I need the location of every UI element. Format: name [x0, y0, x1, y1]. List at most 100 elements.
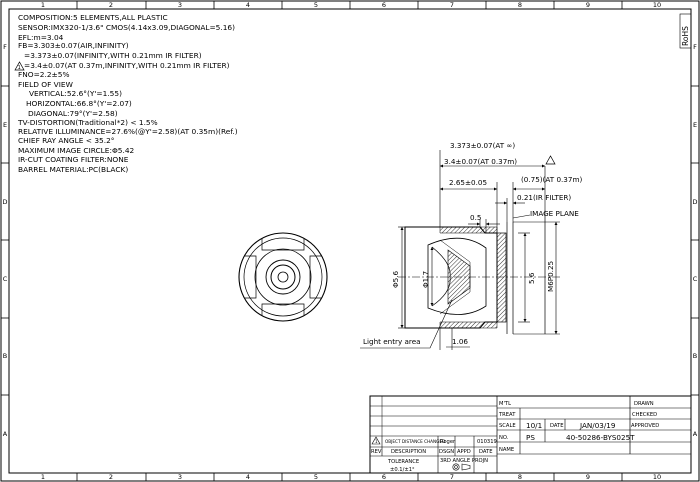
col-label: 9 — [586, 1, 590, 9]
col-label: 2 — [109, 1, 113, 9]
column-labels-bottom: 1 2 3 4 5 6 7 8 9 10 — [41, 473, 661, 481]
col-label: 7 — [450, 1, 454, 9]
tb-part-number: 40-50286-BYS025T — [566, 433, 635, 442]
spec-efl: EFL:m=3.04 — [18, 33, 64, 42]
tb-rev-number: 1 — [375, 439, 378, 444]
tb-angle: 3RD ANGLE PROJN — [440, 458, 488, 464]
row-labels-left: F E D C B A — [2, 43, 7, 438]
tb-date-label: DATE — [550, 423, 564, 429]
col-label: 10 — [653, 1, 661, 9]
tb-rev-by: Roger — [440, 439, 456, 445]
lens-front-view — [238, 232, 328, 322]
row-labels-right: F E D C B A — [692, 43, 697, 438]
projection-icon — [452, 463, 471, 471]
row-label: C — [693, 275, 698, 283]
tb-date-col: DATE — [479, 449, 493, 455]
rohs-label: RoHS — [681, 26, 690, 46]
dim-dia-17: Φ1.7 — [421, 271, 430, 288]
spec-list: COMPOSITION:5 ELEMENTS,ALL PLASTIC SENSO… — [17, 13, 238, 174]
tb-rev: REV — [371, 449, 382, 455]
spec-image-circle: MAXIMUM IMAGE CIRCLE:Φ5.42 — [18, 146, 134, 155]
row-label: E — [693, 121, 697, 129]
col-label: 8 — [518, 1, 522, 9]
col-label: 10 — [653, 473, 661, 481]
tb-name: NAME — [499, 447, 514, 453]
col-label: 1 — [41, 1, 45, 9]
spec-cra: CHIEF RAY ANGLE < 35.2° — [18, 136, 115, 145]
title-block — [369, 395, 692, 474]
tb-no: NO. — [499, 435, 509, 441]
title-block-values: 10/1 JAN/03/19 PS 40-50286-BYS025T — [526, 421, 635, 442]
tb-scale-value: 10/1 — [526, 421, 542, 430]
col-label: 7 — [450, 473, 454, 481]
tb-approved: APPROVED — [631, 423, 659, 429]
col-label: 5 — [314, 473, 318, 481]
col-label: 3 — [178, 1, 182, 9]
tb-tolerance: TOLERANCE — [387, 459, 419, 465]
dim-075: (0.75)(AT 0.37m) — [521, 175, 582, 184]
col-label: 4 — [246, 1, 250, 9]
light-entry-label: Light entry area — [363, 337, 421, 346]
spec-ir-cut: IR-CUT COATING FILTER:NONE — [18, 155, 129, 164]
dim-image-plane: IMAGE PLANE — [530, 209, 579, 218]
rohs-mark: RoHS — [679, 13, 692, 49]
dim-fb-037: 3.4±0.07(AT 0.37m) — [444, 157, 517, 166]
row-label: B — [3, 352, 7, 360]
dimension-labels: 3.373±0.07(AT ∞) 3.4±0.07(AT 0.37m) 2.65… — [363, 141, 582, 346]
tb-mtl: M'TL — [499, 401, 511, 407]
tb-drawn: DRAWN — [634, 401, 654, 407]
tb-description: DESCRIPTION — [391, 449, 426, 455]
row-label: B — [693, 352, 697, 360]
revision-triangle-icon: 1 — [14, 61, 25, 71]
spec-illuminance: RELATIVE ILLUMINANCE=27.6%(@Y'=2.58)(AT … — [18, 127, 238, 136]
spec-fov-vertical: VERTICAL:52.6°(Y'=1.55) — [29, 89, 122, 98]
dim-ir-filter: 0.21(IR FILTER) — [517, 193, 571, 202]
column-labels-top: 1 2 3 4 5 6 7 8 9 10 — [41, 1, 661, 9]
dim-265: 2.65±0.05 — [449, 178, 487, 187]
tb-scale: SCALE — [499, 423, 516, 429]
col-label: 8 — [518, 473, 522, 481]
tb-tolerance-value: ±0.1/±1° — [390, 467, 415, 473]
spec-fov-diagonal: DIAGONAL:79°(Y'=2.58) — [28, 109, 118, 118]
tb-dsgn: DSGN — [439, 449, 454, 455]
tb-rev-object: OBJECT DISTANCE CHANGED — [385, 439, 445, 444]
tb-appd: APPD — [457, 449, 471, 455]
row-label: A — [693, 430, 698, 438]
tb-treat: TREAT — [498, 412, 516, 418]
spec-fov-heading: FIELD OF VIEW — [18, 80, 74, 89]
tb-rev-date: 010319 — [477, 439, 497, 445]
revision-triangle-icon — [545, 155, 556, 165]
col-label: 4 — [246, 473, 250, 481]
spec-composition: COMPOSITION:5 ELEMENTS,ALL PLASTIC — [18, 13, 168, 22]
svg-text:1: 1 — [18, 65, 21, 71]
col-label: 5 — [314, 1, 318, 9]
title-block-labels: M'TL TREAT SCALE NO. NAME DATE DRAWN CHE… — [371, 401, 659, 465]
col-label: 2 — [109, 473, 113, 481]
spec-fb-037: =3.4±0.07(AT 0.37m,INFINITY,WITH 0.21mm … — [24, 61, 230, 70]
col-label: 3 — [178, 473, 182, 481]
dim-thread: M6P0.25 — [546, 261, 555, 292]
row-label: D — [692, 198, 697, 206]
row-label: F — [693, 43, 697, 51]
col-label: 6 — [382, 473, 386, 481]
row-label: D — [2, 198, 7, 206]
spec-fov-horizontal: HORIZONTAL:66.8°(Y'=2.07) — [26, 99, 132, 108]
spec-barrel: BARREL MATERIAL:PC(BLACK) — [18, 165, 128, 174]
dim-05: 0.5 — [470, 213, 481, 222]
dim-106: 1.06 — [452, 337, 468, 346]
dim-fb-infinity: 3.373±0.07(AT ∞) — [450, 141, 515, 150]
spec-sensor: SENSOR:IMX320-1/3.6" CMOS(4.14x3.09,DIAG… — [18, 23, 235, 32]
lens-section-view — [398, 210, 560, 334]
spec-fno: FNO=2.2±5% — [18, 70, 69, 79]
col-label: 9 — [586, 473, 590, 481]
row-label: A — [3, 430, 8, 438]
spec-fb-ir: =3.373±0.07(INFINITY,WITH 0.21mm IR FILT… — [24, 51, 202, 60]
tb-date-value: JAN/03/19 — [579, 421, 616, 430]
row-label: C — [3, 275, 8, 283]
row-label: E — [3, 121, 7, 129]
tb-no-value: PS — [526, 433, 535, 442]
